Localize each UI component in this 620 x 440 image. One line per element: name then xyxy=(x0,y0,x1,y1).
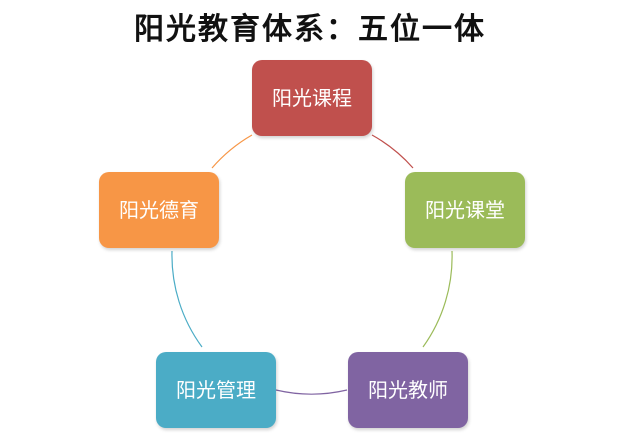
connector-arc-classroom-teachers xyxy=(422,250,453,348)
connector-arc-management-moral xyxy=(171,250,203,348)
connector-arc-teachers-management xyxy=(275,389,348,395)
node-sunshine-management: 阳光管理 xyxy=(156,352,276,428)
node-sunshine-courses: 阳光课程 xyxy=(252,60,372,136)
node-label: 阳光教师 xyxy=(368,378,448,402)
node-label: 阳光德育 xyxy=(119,198,199,222)
node-label: 阳光课程 xyxy=(272,86,352,110)
node-sunshine-classroom: 阳光课堂 xyxy=(405,172,525,248)
node-label: 阳光管理 xyxy=(176,378,256,402)
connector-arc-courses-classroom xyxy=(371,134,414,169)
node-label: 阳光课堂 xyxy=(425,198,505,222)
connector-arc-moral-courses xyxy=(211,134,253,169)
node-sunshine-teachers: 阳光教师 xyxy=(348,352,468,428)
node-sunshine-moral-education: 阳光德育 xyxy=(99,172,219,248)
diagram-title: 阳光教育体系：五位一体 xyxy=(134,12,486,47)
